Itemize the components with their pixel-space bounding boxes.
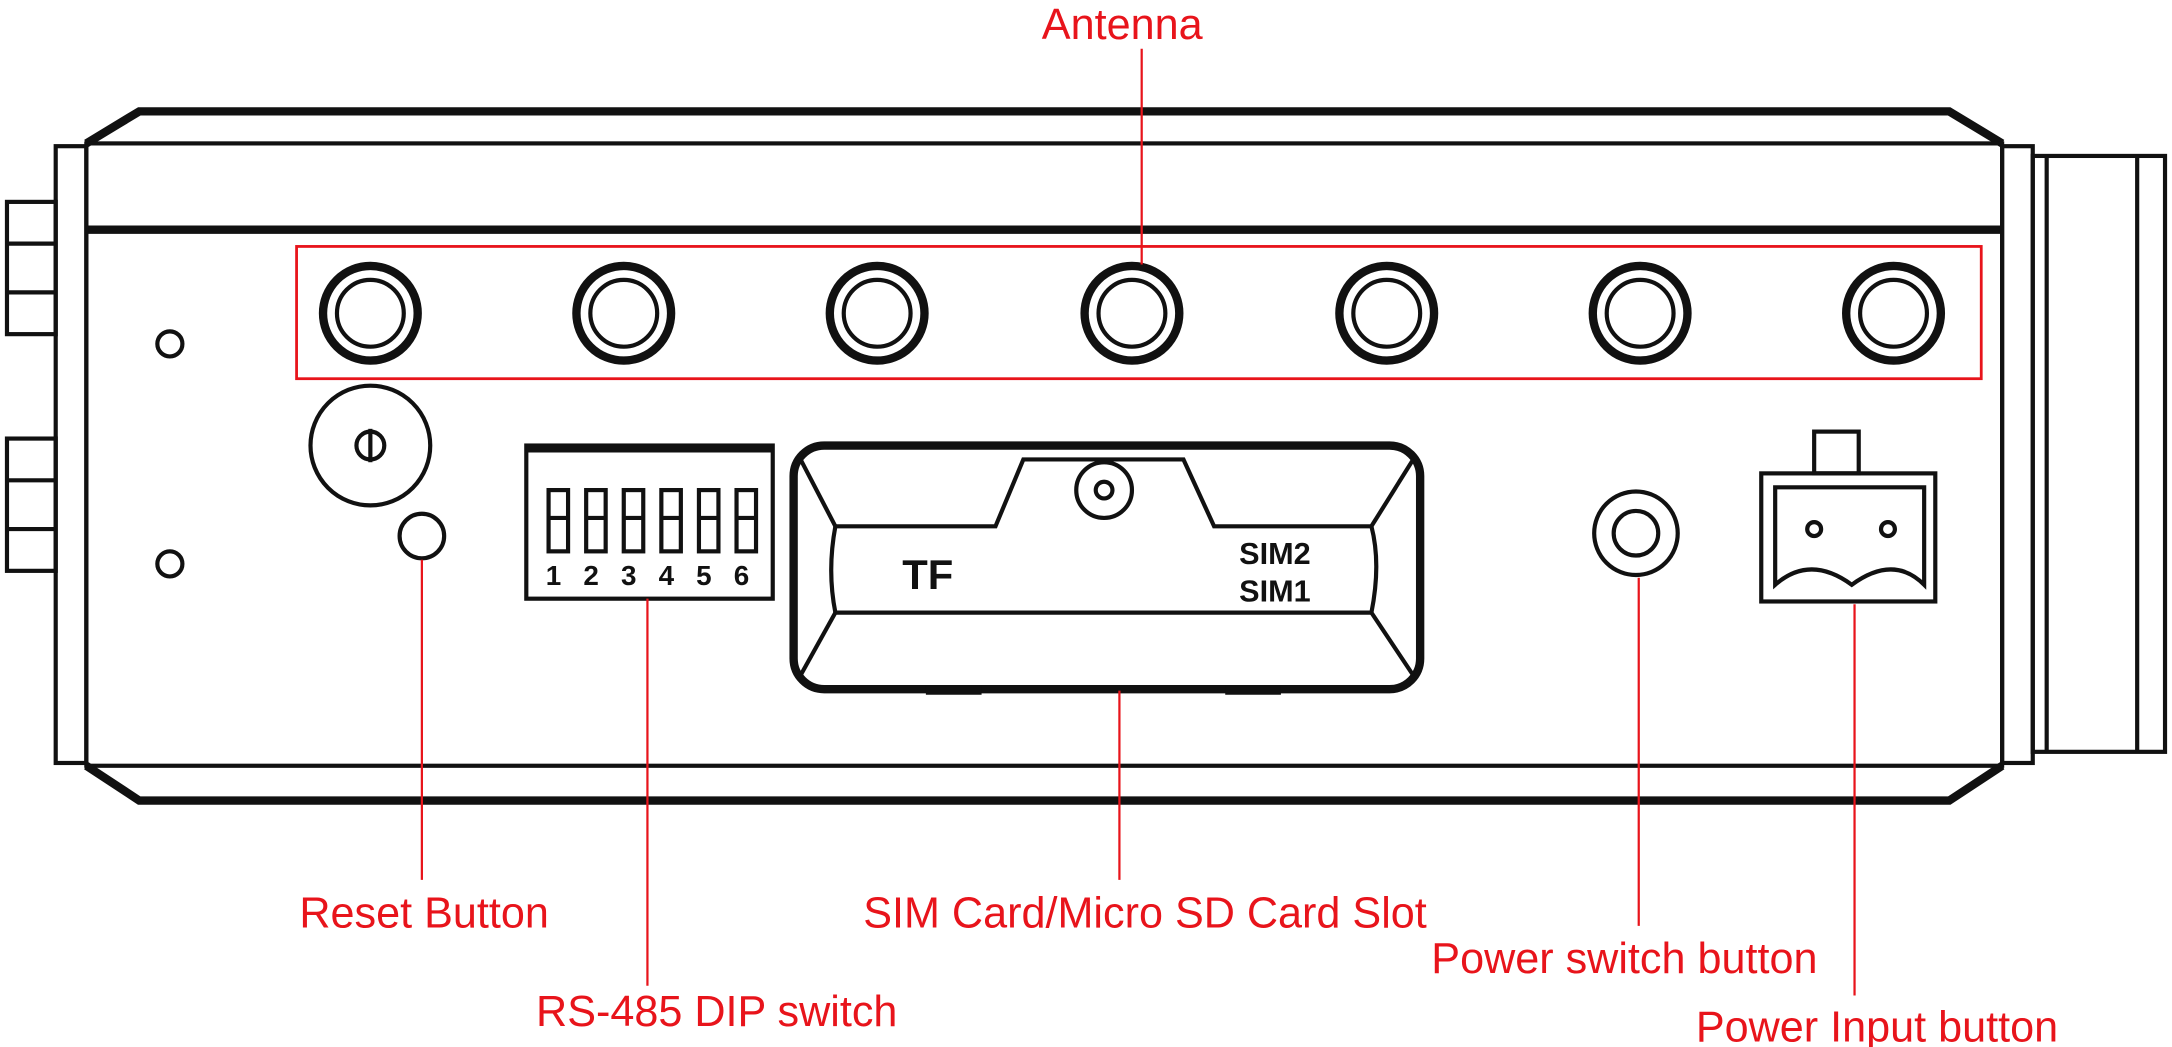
antenna-connector-1 xyxy=(318,261,422,365)
antenna-connector-2 xyxy=(572,261,676,365)
antenna-connector-4 xyxy=(1080,261,1184,365)
dip-number-2: 2 xyxy=(583,560,598,591)
device-body xyxy=(4,107,2168,805)
dip-number-1: 1 xyxy=(546,560,561,591)
antenna-label: Antenna xyxy=(1042,1,1203,49)
dip-switch-label: RS-485 DIP switch xyxy=(536,988,897,1036)
power-switch xyxy=(1592,489,1680,578)
dip-lever-3 xyxy=(621,487,646,554)
sim1-marking: SIM1 xyxy=(1239,574,1310,608)
antenna-connector-5 xyxy=(1335,261,1439,365)
sim2-marking: SIM2 xyxy=(1239,537,1310,571)
dip-lever-2 xyxy=(584,487,608,554)
antenna-highlight-box xyxy=(295,245,1983,381)
sim-slot-label: SIM Card/Micro SD Card Slot xyxy=(863,889,1427,937)
tf-marking: TF xyxy=(902,551,953,598)
antenna-connector-7 xyxy=(1842,261,1946,365)
dip-lever-6 xyxy=(734,487,759,554)
dip-lever-4 xyxy=(659,487,683,554)
sim-sd-card-slot: TF SIM2 SIM1 xyxy=(789,441,1425,695)
power-input-label: Power Input button xyxy=(1696,1003,2058,1047)
antenna-connectors xyxy=(318,261,1946,365)
dip-number-3: 3 xyxy=(621,560,636,591)
dip-lever-5 xyxy=(696,487,721,554)
reset-button xyxy=(308,383,447,561)
antenna-connector-6 xyxy=(1588,261,1692,365)
reset-button-label: Reset Button xyxy=(299,889,549,937)
dip-number-6: 6 xyxy=(734,560,749,591)
dip-number-4: 4 xyxy=(659,560,675,591)
power-input-connector xyxy=(1759,429,1938,604)
antenna-connector-3 xyxy=(825,261,929,365)
power-switch-label: Power switch button xyxy=(1431,935,1817,983)
dip-switch: 1 2 3 4 5 6 xyxy=(524,443,775,601)
dip-lever-1 xyxy=(546,487,571,554)
dip-number-5: 5 xyxy=(696,560,711,591)
